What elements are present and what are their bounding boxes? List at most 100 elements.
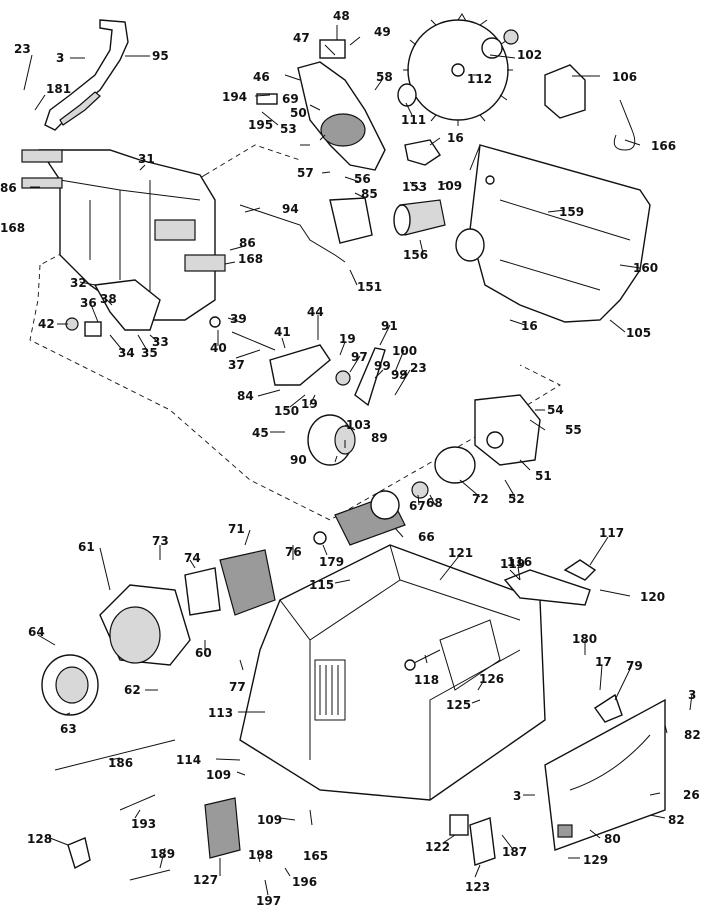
label-114: 114: [176, 753, 201, 767]
label-51: 51: [535, 469, 552, 483]
arbor-bearing-69: [320, 113, 366, 147]
label-105: 105: [626, 326, 651, 340]
label-42: 42: [38, 317, 55, 331]
blade-guard-arm: [44, 19, 129, 131]
label-109: 109: [437, 179, 462, 193]
label-72: 72: [472, 492, 489, 506]
label-53: 53: [280, 122, 297, 136]
label-129: 129: [583, 853, 608, 867]
trunnion-plate-44: [269, 344, 331, 386]
bevel-bracket-32: [93, 279, 161, 331]
label-126: 126: [479, 672, 504, 686]
label-82: 82: [684, 728, 701, 742]
label-40: 40: [210, 341, 227, 355]
label-3b: 3: [688, 688, 696, 702]
label-120: 120: [640, 590, 665, 604]
armature-fan: [370, 490, 400, 520]
motor-housing-opening: [109, 606, 161, 664]
dust-outlet: [455, 228, 485, 262]
label-180: 180: [572, 632, 597, 646]
label-63: 63: [60, 722, 77, 736]
label-47: 47: [293, 31, 310, 45]
label-99b: 99: [391, 368, 408, 382]
label-48: 48: [333, 9, 350, 23]
label-189: 189: [150, 847, 175, 861]
inner-flange-111: [397, 83, 417, 107]
label-99: 99: [374, 359, 391, 373]
clamp-plate-194: [256, 93, 278, 105]
label-34: 34: [118, 346, 135, 360]
label-122: 122: [425, 840, 450, 854]
label-118: 118: [414, 673, 439, 687]
label-109b: 109: [206, 768, 231, 782]
label-112: 112: [467, 72, 492, 86]
label-187: 187: [502, 845, 527, 859]
label-160: 160: [633, 261, 658, 275]
label-111: 111: [401, 113, 426, 127]
label-23: 23: [14, 42, 31, 56]
label-38: 38: [100, 292, 117, 306]
label-36: 36: [80, 296, 97, 310]
label-186: 186: [108, 756, 133, 770]
label-196: 196: [292, 875, 317, 889]
label-74: 74: [184, 551, 201, 565]
switch-122: [449, 814, 469, 836]
label-198: 198: [248, 848, 273, 862]
clip-153: [404, 139, 441, 166]
frame-bracket-86: [154, 219, 196, 241]
label-197: 197: [256, 894, 281, 908]
label-16b: 16: [521, 319, 538, 333]
knob-79: [594, 693, 623, 723]
label-153: 153: [402, 180, 427, 194]
label-26: 26: [683, 788, 700, 802]
tube-193: [119, 794, 156, 811]
label-33: 33: [152, 335, 169, 349]
label-58: 58: [376, 70, 393, 84]
label-49: 49: [374, 25, 391, 39]
cover-plate-151: [329, 197, 373, 244]
label-151: 151: [357, 280, 382, 294]
switch-box-127: [204, 797, 241, 859]
label-91: 91: [381, 319, 398, 333]
label-100: 100: [392, 344, 417, 358]
label-195: 195: [248, 118, 273, 132]
label-61: 61: [78, 540, 95, 554]
label-32: 32: [70, 276, 87, 290]
label-168b: 168: [238, 252, 263, 266]
label-165: 165: [303, 849, 328, 863]
label-69: 69: [282, 92, 299, 106]
housing-screw: [485, 175, 495, 185]
leader-lines: [23, 25, 693, 896]
label-156: 156: [403, 248, 428, 262]
label-116: 116: [507, 555, 532, 569]
label-106: 106: [612, 70, 637, 84]
frame-bracket-86b: [184, 254, 226, 272]
label-95: 95: [152, 49, 169, 63]
label-168: 168: [0, 221, 25, 235]
label-86: 86: [0, 181, 17, 195]
frame-plate-86a: [21, 149, 63, 163]
label-97: 97: [351, 350, 368, 364]
label-46: 46: [253, 70, 270, 84]
handle-91: [354, 347, 386, 407]
label-82b: 82: [668, 813, 685, 827]
label-117: 117: [599, 526, 624, 540]
label-55: 55: [565, 423, 582, 437]
gear-97: [335, 370, 351, 386]
label-102: 102: [517, 48, 542, 62]
bracket-plate-48: [319, 39, 346, 59]
label-115: 115: [309, 578, 334, 592]
label-52: 52: [508, 492, 525, 506]
label-90: 90: [290, 453, 307, 467]
lower-blade-housing: [469, 144, 651, 323]
field-71: [219, 549, 276, 616]
label-103: 103: [346, 418, 371, 432]
label-179: 179: [319, 555, 344, 569]
label-57: 57: [297, 166, 314, 180]
bevel-shaft-37: [231, 331, 276, 351]
gear-case-51: [474, 394, 541, 466]
label-41: 41: [274, 325, 291, 339]
label-39: 39: [230, 312, 247, 326]
